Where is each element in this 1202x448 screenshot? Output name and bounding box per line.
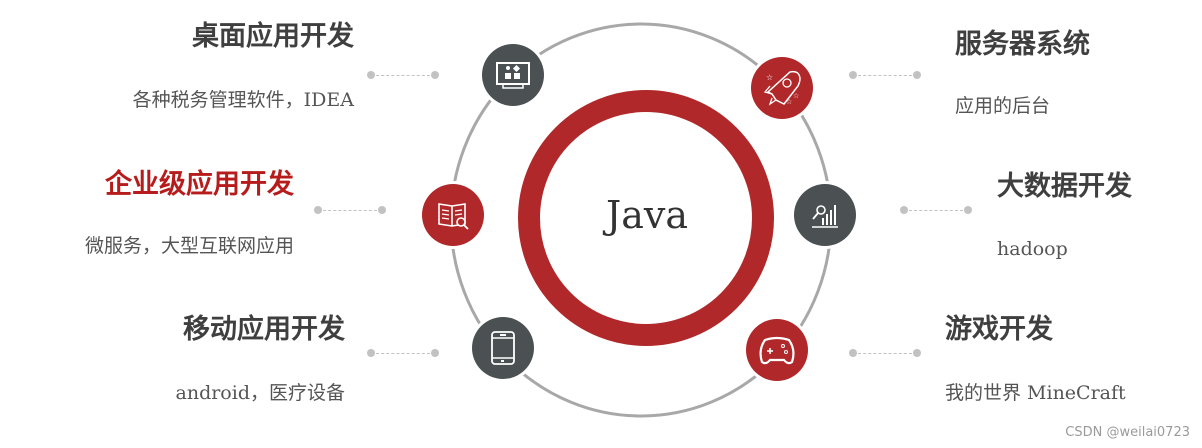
connector-server: [849, 70, 921, 80]
node-title-mobile: 移动应用开发: [183, 314, 345, 345]
node-subtitle-mobile: android，医疗设备: [175, 382, 346, 404]
gamepad-icon: [743, 316, 811, 384]
node-subtitle-enterprise: 微服务，大型互联网应用: [84, 235, 294, 257]
node-subtitle-game: 我的世界 MineCraft: [945, 382, 1126, 404]
node-title-enterprise: 企业级应用开发: [105, 169, 294, 200]
svg-text:☆: ☆: [786, 98, 792, 106]
book-search-icon: [419, 181, 487, 249]
connector-mobile: [367, 348, 439, 358]
watermark: CSDN @weilai0723: [1065, 425, 1190, 440]
rocket-icon: ☆ ☆ ☆: [748, 54, 816, 122]
node-subtitle-desktop: 各种税务管理软件，IDEA: [132, 89, 354, 111]
node-subtitle-bigdata: hadoop: [997, 238, 1068, 260]
desktop-apps-icon: [479, 41, 547, 109]
chart-search-icon: [791, 181, 859, 249]
connector-game: [849, 348, 921, 358]
node-title-desktop: 桌面应用开发: [192, 21, 354, 52]
svg-text:☆: ☆: [766, 73, 773, 82]
node-subtitle-server: 应用的后台: [955, 95, 1051, 117]
svg-text:☆: ☆: [793, 92, 799, 100]
java-ring: [518, 90, 774, 346]
tablet-icon: [469, 314, 537, 382]
connector-enterprise: [314, 205, 386, 215]
connector-desktop: [367, 70, 439, 80]
node-title-game: 游戏开发: [945, 314, 1053, 345]
node-title-bigdata: 大数据开发: [997, 171, 1132, 202]
node-title-server: 服务器系统: [955, 29, 1090, 60]
connector-bigdata: [900, 205, 972, 215]
center-label: Java: [605, 193, 688, 237]
